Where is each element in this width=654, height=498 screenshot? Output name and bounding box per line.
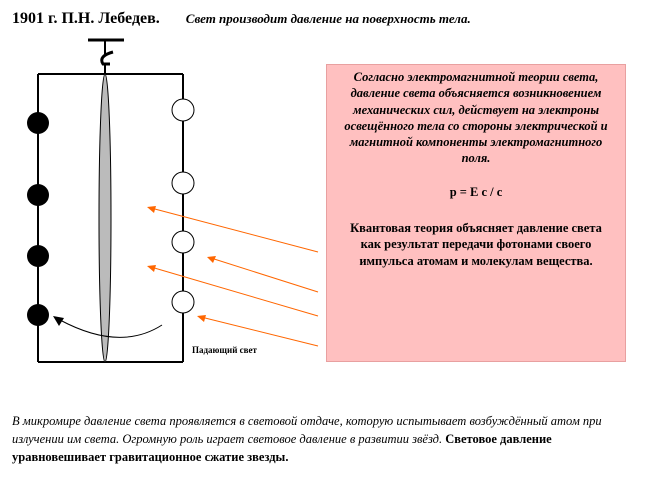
light-ray-arrowhead	[147, 265, 156, 272]
dark-disk	[27, 112, 49, 134]
incident-light-label: Падающий свет	[192, 345, 257, 355]
light-ray-arrow	[200, 316, 319, 347]
em-theory-text: Согласно электромагнитной теории света, …	[344, 70, 608, 166]
light-disk	[171, 171, 195, 195]
quantum-theory-text: Квантовая теория объясняет давление свет…	[350, 220, 602, 269]
light-ray-arrow	[150, 266, 319, 317]
rotation-arrow	[53, 316, 163, 338]
dark-disk	[27, 245, 49, 267]
dark-disk	[27, 184, 49, 206]
star-pressure-statement: Световое давление уравновешивает гравита…	[12, 432, 552, 465]
theory-info-box: Согласно электромагнитной теории света, …	[326, 64, 626, 362]
slide-header: 1901 г. П.Н. Лебедев. Свет производит да…	[12, 10, 471, 28]
incident-light-arrows	[147, 206, 319, 347]
light-ray-arrow	[150, 207, 319, 253]
microworld-intro: В микромире давление света проявляется в…	[12, 414, 602, 447]
title-year-name: 1901 г. П.Н. Лебедев.	[12, 10, 160, 27]
light-ray-arrowhead	[147, 206, 156, 213]
suspension-hook	[88, 38, 124, 74]
dark-disk	[27, 304, 49, 326]
light-disk	[171, 98, 195, 122]
light-ray-arrow	[210, 257, 319, 293]
microworld-paragraph: В микромире давление света проявляется в…	[12, 412, 642, 466]
title-claim: Свет производит давление на поверхность …	[185, 11, 471, 26]
light-disk	[171, 290, 195, 314]
pressure-formula: p = E c / c	[449, 184, 503, 199]
central-vane	[98, 73, 112, 363]
light-ray-arrowhead	[197, 315, 206, 322]
light-disk	[171, 230, 195, 254]
light-ray-arrowhead	[207, 256, 216, 263]
